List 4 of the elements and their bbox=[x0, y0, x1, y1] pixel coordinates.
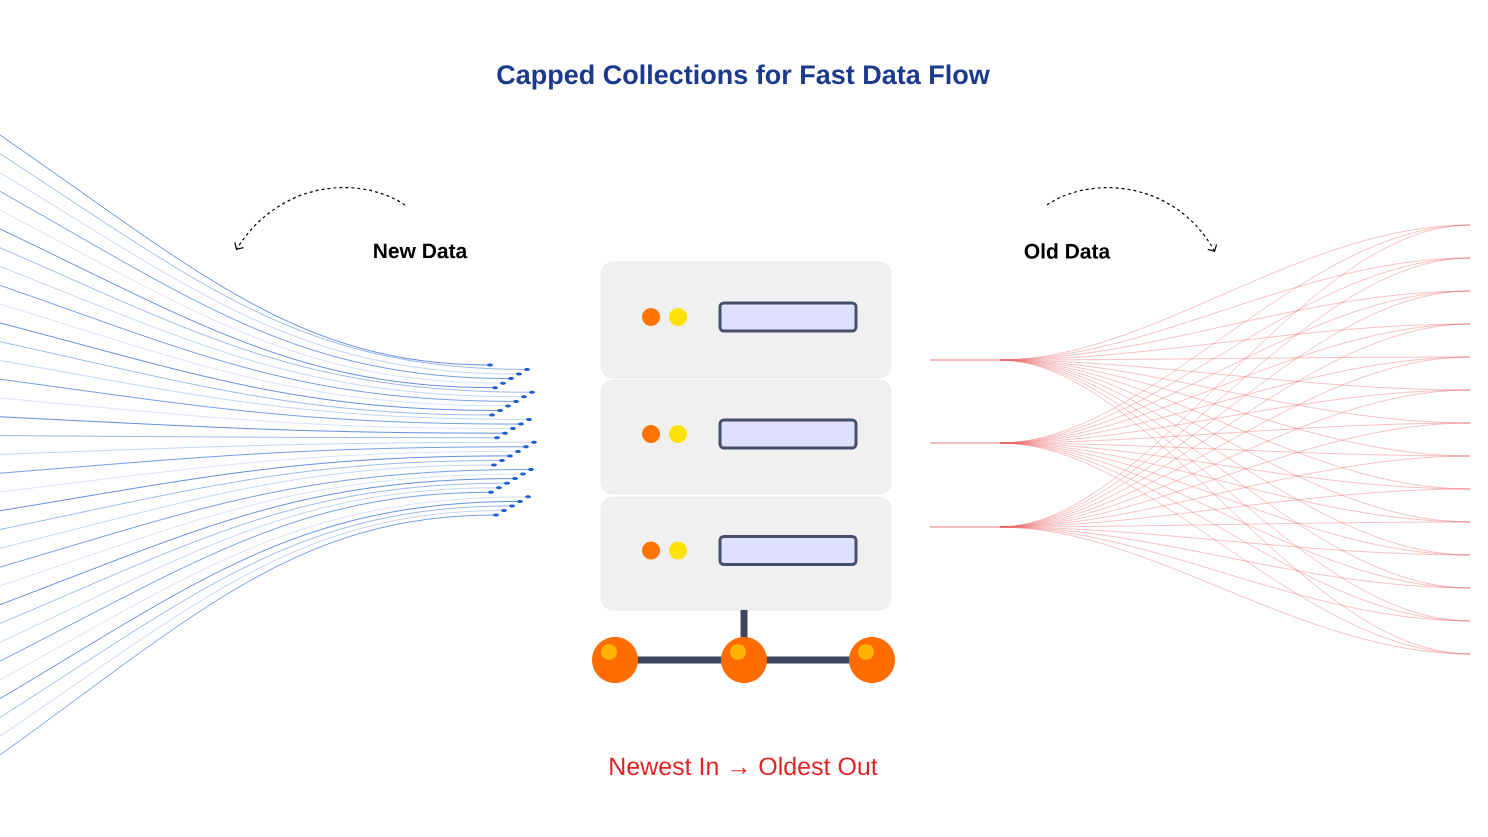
text-label: Old Data bbox=[1024, 243, 1111, 259]
text-label: New Data bbox=[374, 243, 468, 259]
caption-text: Newest In → Oldest Out bbox=[610, 756, 878, 776]
title: Capped Collections for Fast Data Flow bbox=[497, 64, 990, 90]
